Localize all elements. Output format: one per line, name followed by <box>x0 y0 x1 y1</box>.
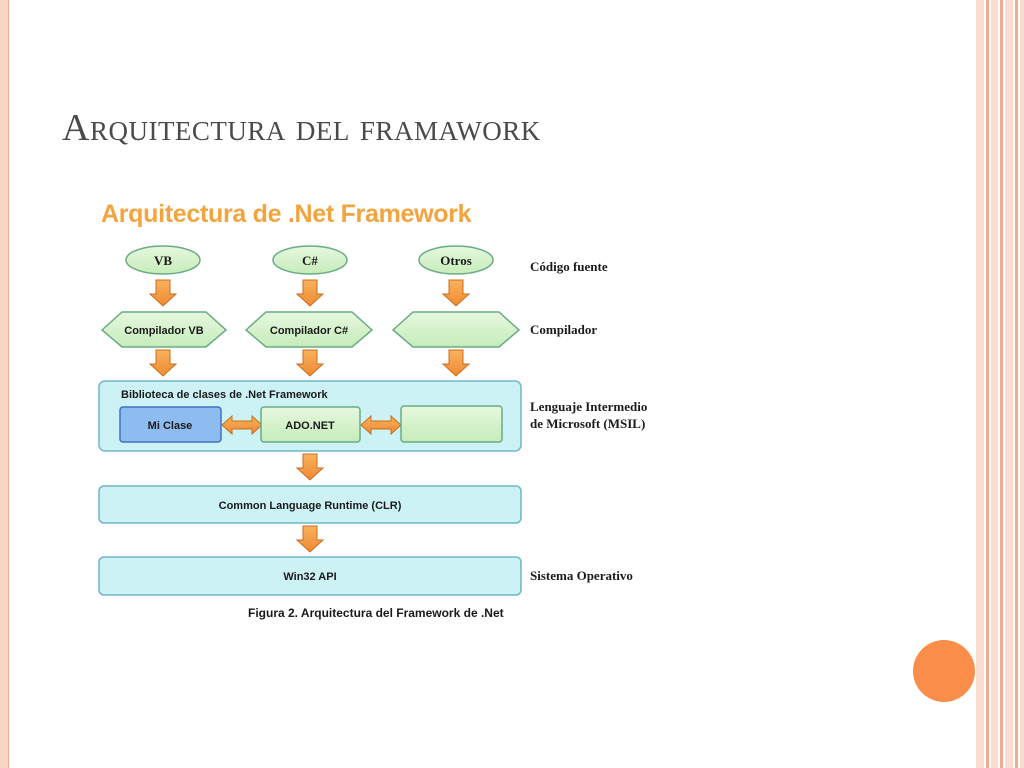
down-arrow <box>295 525 325 553</box>
down-arrow <box>295 279 325 307</box>
compiler-label: Compilador VB <box>124 325 204 337</box>
library-item-empty <box>400 405 503 443</box>
side-label-compiler: Compilador <box>530 322 598 337</box>
compiler-node-otros <box>391 311 521 348</box>
compiler-node-csharp: Compilador C# <box>244 311 374 348</box>
library-item-label: Mi Clase <box>148 420 193 432</box>
side-label-source-code: Código fuente <box>530 259 608 274</box>
library-item-adonet: ADO.NET <box>260 406 361 443</box>
down-arrow <box>441 279 471 307</box>
compiler-label: Compilador C# <box>270 325 348 337</box>
right-border-line <box>1000 0 1003 768</box>
clr-box: Common Language Runtime (CLR) <box>98 485 522 524</box>
win32-api-box: Win32 API <box>98 556 522 596</box>
right-border-stripe <box>976 0 984 768</box>
class-library-title: Biblioteca de clases de .Net Framework <box>121 389 329 401</box>
language-node-csharp: C# <box>272 245 348 275</box>
down-arrow <box>295 453 325 481</box>
library-item-miclase: Mi Clase <box>119 406 222 443</box>
compiler-node-vb: Compilador VB <box>100 311 228 348</box>
down-arrow <box>441 349 471 377</box>
down-arrow <box>148 349 178 377</box>
decorative-orange-circle <box>913 640 975 702</box>
figure-caption: Figura 2. Arquitectura del Framework de … <box>248 606 504 620</box>
win32-api-label: Win32 API <box>283 571 336 583</box>
down-arrow <box>295 349 325 377</box>
language-node-vb: VB <box>125 245 201 275</box>
down-arrow <box>148 279 178 307</box>
side-label-operating-system: Sistema Operativo <box>530 568 633 583</box>
slide-title: Arquitectura del framawork <box>62 107 541 149</box>
library-item-label: ADO.NET <box>285 420 335 432</box>
right-border-line <box>1015 0 1018 768</box>
right-border-line <box>986 0 989 768</box>
language-label: VB <box>154 253 172 268</box>
language-label: Otros <box>440 253 472 268</box>
right-border-stripe <box>1005 0 1013 768</box>
right-border-stripe <box>991 0 998 768</box>
side-label-msil-line1: Lenguaje Intermedio <box>530 399 648 414</box>
clr-label: Common Language Runtime (CLR) <box>219 500 402 512</box>
language-label: C# <box>302 253 318 268</box>
left-border-stripe <box>0 0 9 768</box>
side-label-msil-line2: de Microsoft (MSIL) <box>530 416 646 431</box>
diagram-heading: Arquitectura de .Net Framework <box>101 200 472 228</box>
right-border-stripe <box>1020 0 1024 768</box>
language-node-otros: Otros <box>418 245 494 275</box>
